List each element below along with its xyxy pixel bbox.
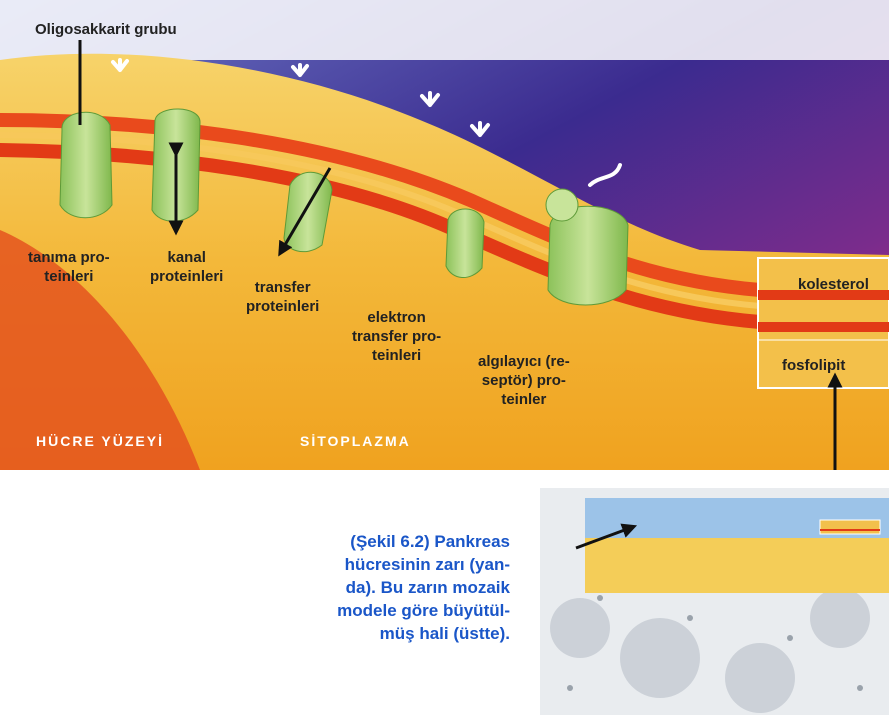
label-cholesterol: kolesterol — [798, 275, 869, 294]
label-recognition-proteins: tanıma pro-teinleri — [28, 248, 110, 286]
figure-caption: (Şekil 6.2) Pankreas hücresinin zarı (ya… — [300, 530, 510, 645]
label-phospholipid: fosfolipit — [782, 356, 845, 375]
label-receptor-proteins: algılayıcı (re-septör) pro-teinler — [478, 352, 570, 409]
electron-transfer-protein — [446, 209, 484, 278]
label-oligosaccharide: Oligosakkarit grubu — [35, 20, 177, 39]
label-cell-surface: HÜCRE YÜZEYİ — [36, 433, 164, 449]
label-cytoplasm: SİTOPLAZMA — [300, 433, 411, 449]
recognition-protein — [60, 112, 112, 217]
inset-pointer-arrow — [570, 520, 640, 560]
membrane-illustration — [0, 0, 889, 470]
